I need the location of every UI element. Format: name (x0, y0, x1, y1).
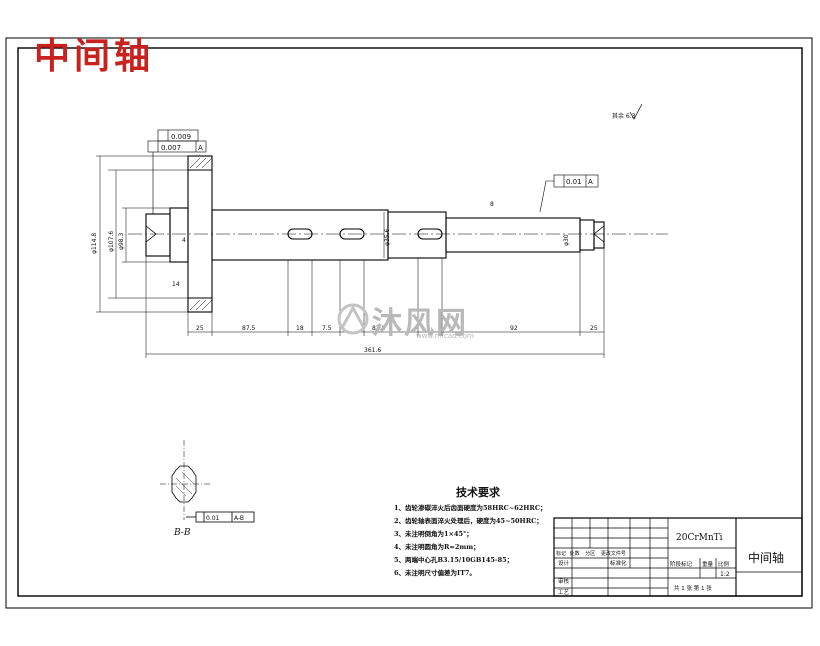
watermark-text: 沐风网 (372, 306, 468, 341)
dim-d3: φ98.3 (118, 233, 125, 251)
shaft-body (145, 155, 605, 313)
outer-border (5, 37, 813, 609)
section-view (160, 440, 255, 523)
tech-item: 2、齿轮轴表面淬火处理后，硬度为45~50HRC； (394, 517, 543, 525)
len-3: 18 (296, 325, 304, 332)
len-5: 82.6 (372, 325, 386, 332)
tol-top-1: 0.009 (171, 133, 191, 141)
tb-material: 20CrMnTi (676, 533, 723, 543)
watermark-logo-icon (337, 303, 369, 335)
tb-scale-label: 比例 (718, 560, 730, 568)
roughness-label: 其余 6.3 (612, 112, 636, 120)
watermark-url: www.mfcad.com (416, 332, 474, 340)
tol-right-datum: A (588, 178, 593, 186)
tb-weight: 重量 (702, 560, 714, 568)
len-1: 25 (196, 325, 204, 332)
len-6: 92 (510, 325, 518, 332)
len-7: 25 (590, 325, 598, 332)
tolerance-frame-right (539, 174, 599, 213)
tech-item: 5、两端中心孔B3.15/10GB145-85； (394, 556, 514, 564)
inner-border (17, 47, 803, 597)
length-dims (145, 248, 605, 358)
tb-stage: 阶段标记 (670, 560, 693, 568)
tb-row-labels: 标记 处数 分区 更改文件号 (556, 550, 626, 557)
tb-design: 设计 (558, 559, 570, 567)
tech-item: 1、齿轮渗碳淬火后齿面硬度为58HRC~62HRC； (394, 504, 547, 512)
dim-d5: φ30 (563, 234, 570, 246)
len-4: 7.5 (322, 325, 332, 332)
tol-datum-a: A (198, 144, 203, 152)
tb-scale: 1:2 (720, 571, 730, 578)
diameter-dims (96, 155, 385, 313)
tb-part-name: 中间轴 (748, 550, 784, 565)
tech-item: 3、未注明倒角为1×45°； (394, 530, 473, 538)
tb-process: 工艺 (558, 589, 570, 596)
dim-small-2: 14 (172, 281, 180, 288)
tol-top-2: 0.007 (161, 144, 181, 152)
section-label: B-B (174, 528, 191, 538)
roughness-symbol: 其余 6.3 (612, 103, 643, 120)
len-2: 87.5 (242, 325, 256, 332)
dim-d4: φ35.6 (384, 229, 391, 247)
title-block (553, 517, 803, 597)
tb-review: 审核 (558, 577, 570, 585)
dim-small-1: 4 (182, 237, 186, 244)
tech-item: 6、未注明尺寸偏差为IT7。 (394, 569, 476, 577)
dim-small-3: 8 (490, 201, 494, 208)
tb-sheets: 共 1 张 第 1 张 (674, 584, 712, 592)
tb-standard: 标准化 (610, 559, 627, 567)
section-tol: 0.01 (206, 515, 220, 522)
tech-title: 技术要求 (456, 486, 500, 499)
tech-item: 4、未注明圆角为R=2mm； (394, 543, 480, 551)
dim-d1: φ114.8 (91, 233, 98, 254)
dim-d2: φ107.6 (108, 231, 115, 252)
tol-right: 0.01 (566, 178, 582, 186)
tolerance-frame-top (147, 129, 207, 214)
drawing-title: 中间轴 (34, 35, 155, 77)
section-datum: A-B (234, 515, 244, 522)
len-total: 361.6 (364, 347, 381, 354)
